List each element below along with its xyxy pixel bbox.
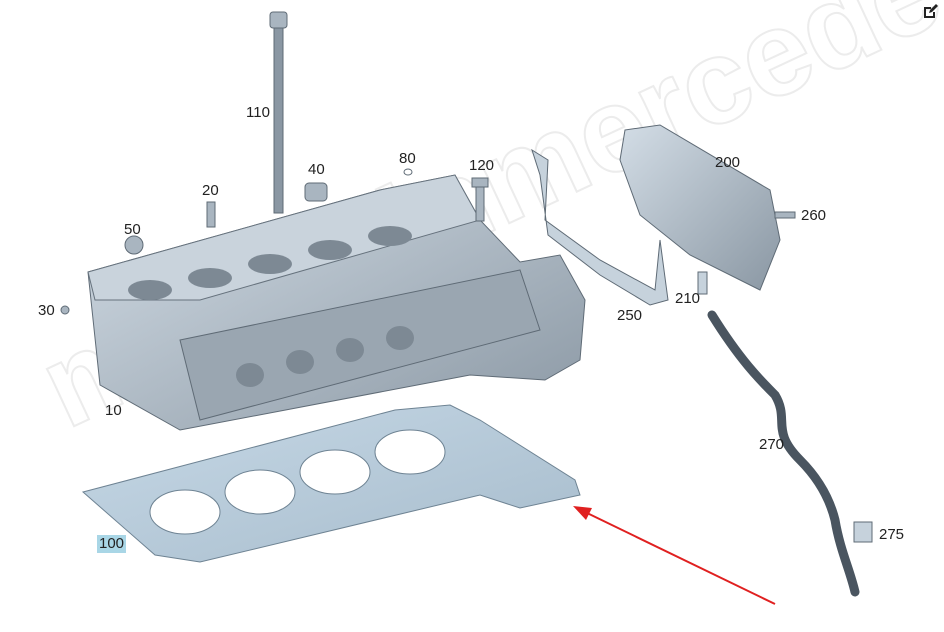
- hose-270[interactable]: [707, 310, 860, 597]
- pointer-arrow: [573, 506, 776, 605]
- ring-80[interactable]: [403, 168, 413, 176]
- head-gasket[interactable]: [81, 404, 581, 563]
- callout-10[interactable]: 10: [105, 402, 122, 419]
- callout-80[interactable]: 80: [399, 150, 416, 167]
- bolt-20[interactable]: [206, 201, 216, 228]
- callout-30[interactable]: 30: [38, 302, 55, 319]
- callout-50[interactable]: 50: [124, 221, 141, 238]
- callout-20[interactable]: 20: [202, 182, 219, 199]
- gasket-250[interactable]: [531, 148, 669, 306]
- callout-200[interactable]: 200: [715, 154, 741, 171]
- callout-260[interactable]: 260: [801, 207, 827, 224]
- clip-275[interactable]: [853, 521, 873, 543]
- cover-200[interactable]: [619, 124, 781, 291]
- callout-250[interactable]: 250: [617, 307, 643, 324]
- ball-30[interactable]: [60, 305, 70, 315]
- callout-270[interactable]: 270: [759, 436, 785, 453]
- bolt-110[interactable]: [269, 11, 288, 214]
- callout-120[interactable]: 120: [469, 157, 495, 174]
- edit-icon[interactable]: [922, 4, 938, 20]
- cylinder-head[interactable]: [87, 174, 586, 431]
- callout-210[interactable]: 210: [675, 290, 701, 307]
- bolt-260[interactable]: [774, 211, 796, 219]
- plug-50[interactable]: [124, 235, 144, 255]
- callout-40[interactable]: 40: [308, 161, 325, 178]
- bolt-120[interactable]: [471, 177, 489, 222]
- callout-110[interactable]: 110: [246, 104, 270, 121]
- plug-40[interactable]: [304, 182, 328, 202]
- callout-275[interactable]: 275: [879, 526, 905, 543]
- callout-100[interactable]: 100: [97, 535, 127, 553]
- pin-210[interactable]: [697, 271, 708, 295]
